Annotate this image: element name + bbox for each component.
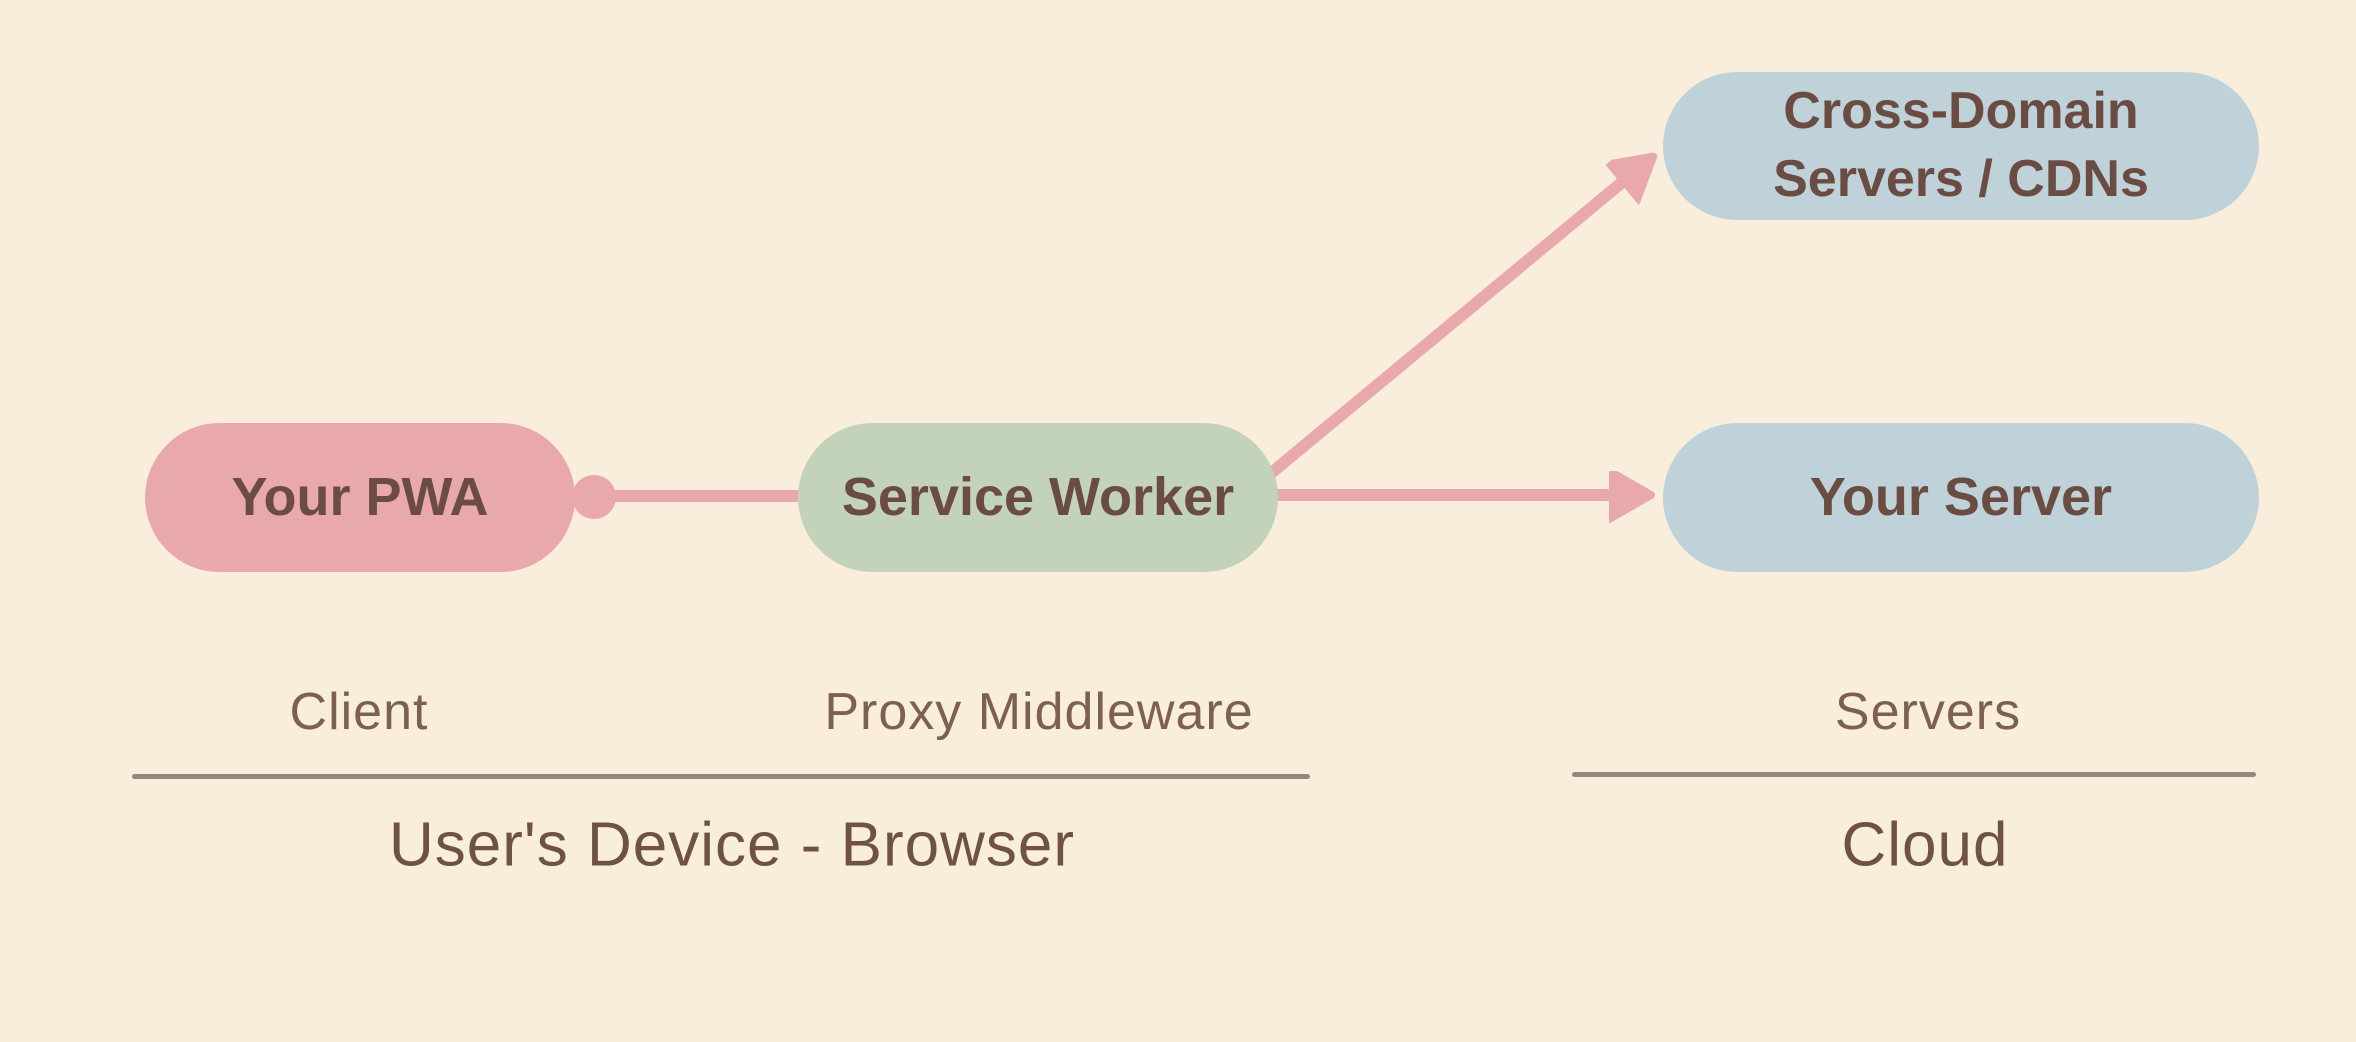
divider-device	[132, 774, 1310, 779]
node-service-worker: Service Worker	[798, 423, 1278, 572]
zone-label-proxy-middleware: Proxy Middleware	[824, 683, 1254, 741]
zone-label-servers: Servers	[1834, 683, 2022, 741]
zone-title-users-device: User's Device - Browser	[389, 810, 1075, 880]
divider-cloud	[1572, 772, 2256, 777]
zone-title-cloud: Cloud	[1841, 810, 2009, 880]
node-cross-domain: Cross-Domain Servers / CDNs	[1663, 72, 2259, 220]
node-your-pwa: Your PWA	[145, 423, 575, 572]
zone-label-client: Client	[289, 683, 429, 741]
node-service-worker-label: Service Worker	[841, 467, 1235, 528]
node-your-server-label: Your Server	[1809, 467, 2113, 528]
arrow-sw-to-crossdomain	[1266, 170, 1637, 479]
node-your-pwa-label: Your PWA	[231, 467, 489, 528]
node-your-server: Your Server	[1663, 423, 2259, 572]
node-cross-domain-label: Cross-Domain Servers / CDNs	[1773, 82, 2149, 208]
